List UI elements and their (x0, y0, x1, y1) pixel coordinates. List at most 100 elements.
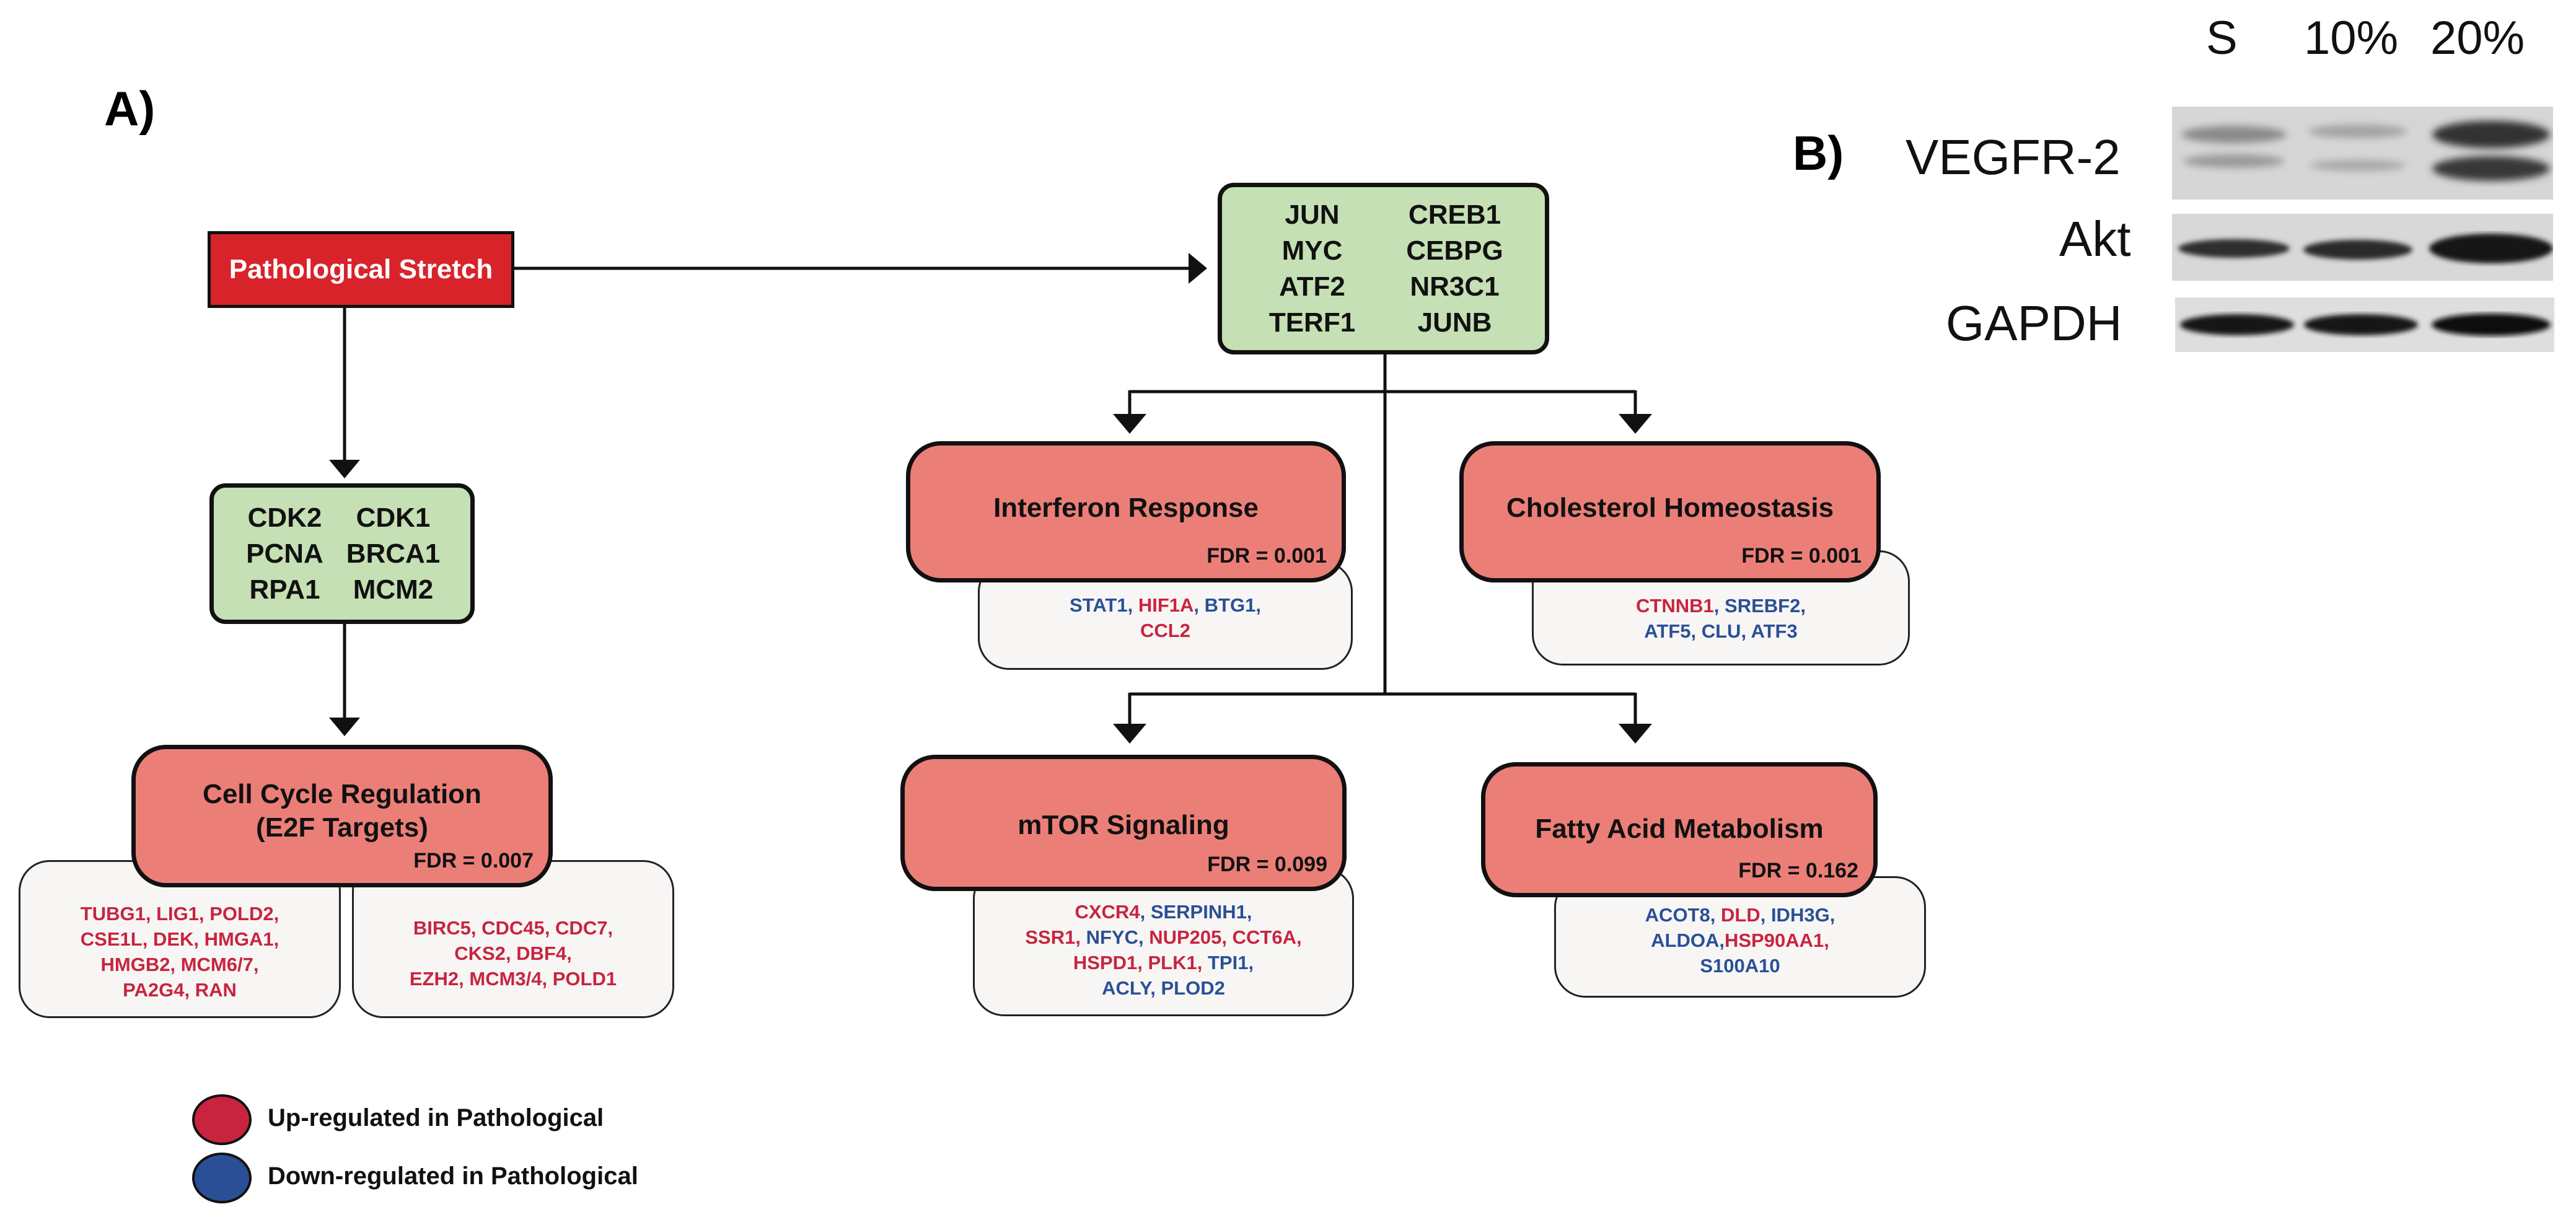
gene-token: , (1246, 901, 1252, 923)
gene-token: MCM6/7 (180, 954, 253, 975)
cdk-gene: RPA1 (249, 574, 320, 605)
gene-token: , (1140, 901, 1151, 923)
tf-gene: JUN (1285, 199, 1340, 230)
pathway-title: Interferon Response (993, 493, 1259, 523)
gene-token: EZH2 (409, 968, 459, 990)
gene-token: CCL2 (1140, 620, 1190, 641)
gene-token: BIRC5 (413, 917, 471, 939)
cell-cycle-gene-box: CDK2 CDK1 PCNA BRCA1 RPA1 MCM2 (209, 483, 475, 624)
gene-token: , (1824, 929, 1829, 951)
gene-token: , (1296, 926, 1302, 948)
gene-line: CSE1L, DEK, HMGA1, (81, 926, 279, 952)
gene-token: , (199, 903, 210, 925)
gene-token: , (544, 917, 556, 939)
gene-token: , (1800, 595, 1806, 617)
gene-token: , (470, 917, 482, 939)
pathway-title: mTOR Signaling (1018, 810, 1229, 840)
tf-gene: NR3C1 (1410, 271, 1500, 302)
gene-token: , (184, 979, 195, 1001)
tf-gene: TERF1 (1268, 307, 1356, 338)
gene-token: PLOD2 (1161, 977, 1225, 999)
gene-token: DEK (152, 928, 194, 950)
gene-token: HSP90AA1 (1724, 929, 1824, 951)
blot-row-gapdh: GAPDH (1946, 296, 2122, 351)
western-blot-akt (2172, 214, 2553, 281)
gene-token: , (542, 968, 553, 990)
gene-line: CXCR4, SERPINH1, (1025, 899, 1301, 925)
cell-cycle-pathway-box: Cell Cycle Regulation (E2F Targets) FDR … (131, 745, 553, 887)
gene-token: NUP205 (1149, 926, 1222, 948)
gene-line: ACOT8, DLD, IDH3G, (1645, 902, 1835, 928)
gene-token: HSPD1 (1073, 952, 1138, 973)
blot-column-20: 20% (2430, 12, 2525, 64)
gene-token: , (1138, 926, 1150, 948)
gene-token: , (1719, 929, 1725, 951)
panel-b-label: B) (1793, 126, 1844, 180)
gene-token: , (1829, 904, 1835, 926)
gene-token: , (459, 968, 470, 990)
gene-token: , (1150, 977, 1161, 999)
fdr-value: FDR = 0.162 (1738, 859, 1858, 882)
blot-row-akt: Akt (2059, 211, 2131, 266)
gene-token: , (1221, 926, 1233, 948)
gene-list: CTNNB1, SREBF2,ATF5, CLU, ATF3 (1636, 593, 1806, 644)
gene-token: MCM3/4 (469, 968, 542, 990)
gene-token: , (505, 942, 517, 964)
gene-token: , (1248, 952, 1254, 973)
blot-row-vegfr2: VEGFR-2 (1906, 130, 2121, 185)
gene-token: , (170, 954, 181, 975)
gene-token: TPI1 (1207, 952, 1249, 973)
gene-list: ACOT8, DLD, IDH3G,ALDOA,HSP90AA1,S100A10 (1645, 902, 1835, 978)
mtor-pathway-box: mTOR Signaling FDR = 0.099 (900, 755, 1347, 891)
gene-line: CTNNB1, SREBF2, (1636, 593, 1806, 618)
gene-line: STAT1, HIF1A, BTG1, (1070, 592, 1261, 618)
gene-token: , (253, 954, 259, 975)
gene-token: CTNNB1 (1636, 595, 1714, 617)
gene-line: CKS2, DBF4, (410, 941, 617, 966)
gene-token: SSR1 (1025, 926, 1076, 948)
cdk-gene: CDK1 (356, 502, 431, 533)
gene-list: CXCR4, SERPINH1,SSR1, NFYC, NUP205, CCT6… (1025, 899, 1301, 1001)
gene-line: CCL2 (1070, 618, 1261, 643)
tf-gene: JUNB (1417, 307, 1492, 338)
gene-token: , (566, 942, 572, 964)
gene-list: TUBG1, LIG1, POLD2,CSE1L, DEK, HMGA1,HMG… (81, 901, 279, 1003)
gene-line: HMGB2, MCM6/7, (81, 952, 279, 977)
gene-token: LIG1 (156, 903, 199, 925)
gene-token: IDH3G (1770, 904, 1830, 926)
gene-token: , (145, 903, 157, 925)
gene-token: , (607, 917, 613, 939)
gene-token: CDC45 (481, 917, 545, 939)
pathological-stretch-box: Pathological Stretch (208, 231, 514, 308)
gene-line: ACLY, PLOD2 (1025, 975, 1301, 1001)
legend-down-label: Down-regulated in Pathological (268, 1162, 638, 1190)
gene-token: , (1255, 594, 1261, 616)
blot-column-10: 10% (2304, 12, 2399, 64)
fdr-value: FDR = 0.001 (1207, 544, 1327, 568)
transcription-factor-box: JUN CREB1 MYC CEBPG ATF2 NR3C1 TERF1 JUN… (1218, 183, 1549, 354)
pathway-title: Fatty Acid Metabolism (1535, 814, 1824, 844)
panel-a-label: A) (104, 81, 156, 136)
gene-token: CXCR4 (1075, 901, 1140, 923)
gene-token: SERPINH1 (1150, 901, 1247, 923)
gene-token: STAT1 (1070, 594, 1128, 616)
gene-token: POLD2 (209, 903, 274, 925)
gene-token: , (1127, 594, 1138, 616)
gene-token: , (1713, 595, 1725, 617)
gene-token: ACOT8 (1645, 904, 1710, 926)
pathway-title: Cell Cycle Regulation (203, 779, 481, 809)
fdr-value: FDR = 0.099 (1207, 853, 1327, 876)
gene-line: HSPD1, PLK1, TPI1, (1025, 950, 1301, 975)
gene-line: BIRC5, CDC45, CDC7, (410, 915, 617, 941)
gene-line: EZH2, MCM3/4, POLD1 (410, 966, 617, 991)
gene-token: ATF3 (1751, 620, 1798, 642)
gene-token: HIF1A (1138, 594, 1194, 616)
tf-gene: ATF2 (1279, 271, 1345, 302)
gene-token: POLD1 (552, 968, 617, 990)
western-blot-vegfr2 (2172, 107, 2553, 200)
gene-token: CKS2 (454, 942, 506, 964)
gene-token: , (1075, 926, 1086, 948)
western-blot-gapdh (2175, 297, 2554, 352)
gene-token: CLU (1701, 620, 1741, 642)
gene-line: S100A10 (1645, 953, 1835, 978)
